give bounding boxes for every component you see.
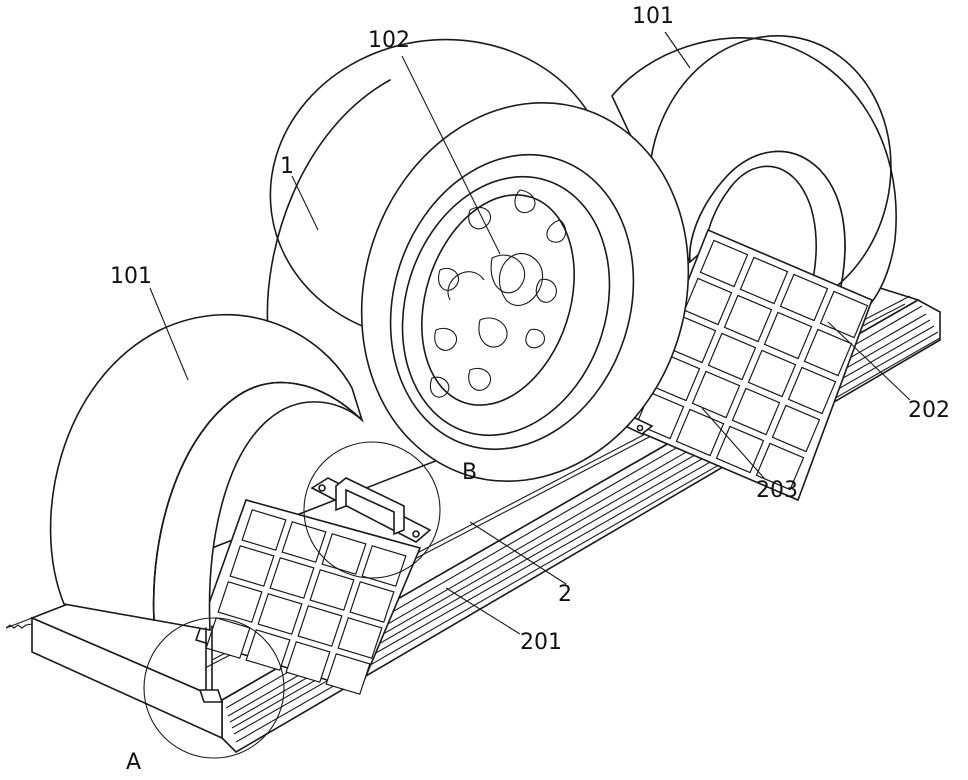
label-2: 2	[558, 584, 572, 606]
label-102: 102	[368, 30, 410, 52]
label-202: 202	[908, 400, 950, 422]
label-1: 1	[280, 156, 294, 178]
label-a: A	[126, 752, 141, 774]
label-201: 201	[520, 632, 562, 654]
label-b: B	[462, 462, 477, 484]
label-101-top: 101	[632, 6, 674, 28]
label-101-left: 101	[110, 266, 152, 288]
label-203: 203	[756, 480, 798, 502]
